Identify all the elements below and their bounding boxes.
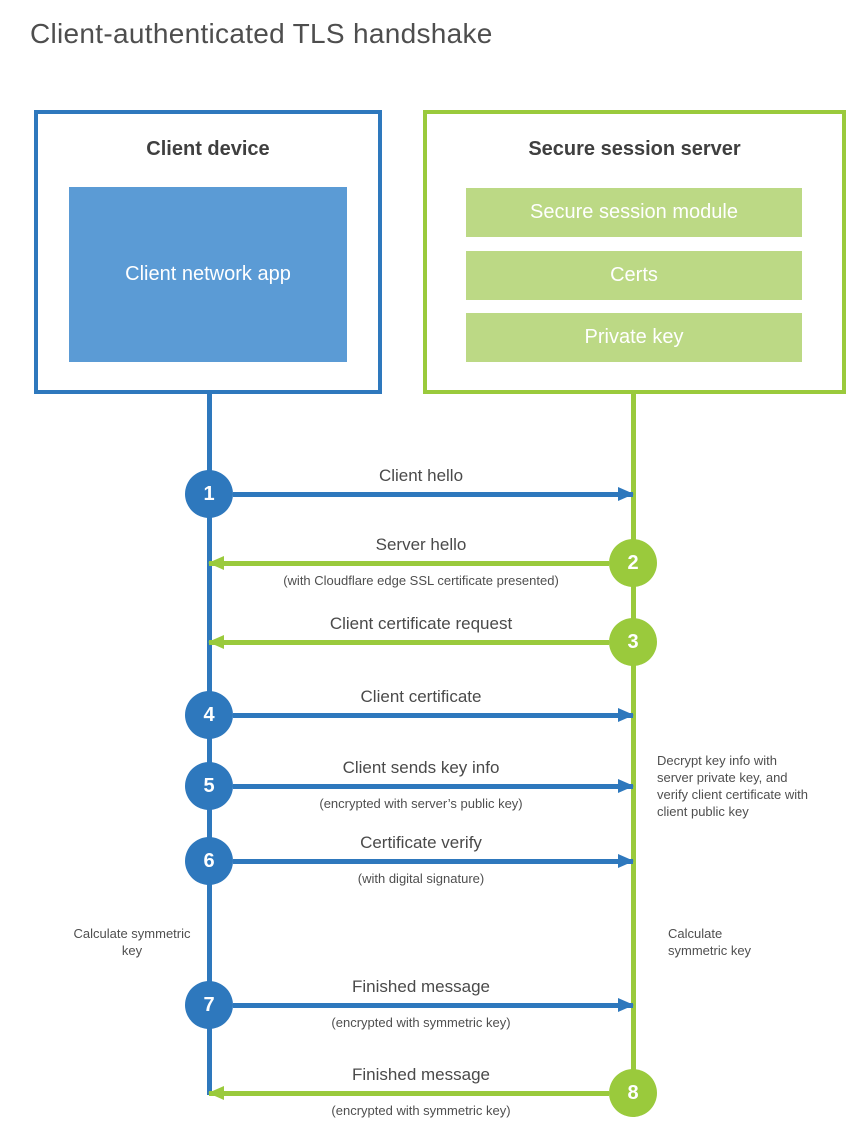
step-4-circle: 4 xyxy=(185,691,233,739)
server-title: Secure session server xyxy=(528,138,741,160)
server-module-private-key: Private key xyxy=(466,313,802,362)
step-4-arrow-right-icon xyxy=(233,708,634,722)
client-network-app-label: Client network app xyxy=(125,263,291,285)
step-4-label: Client certificate xyxy=(360,687,482,706)
step-7-circle: 7 xyxy=(185,981,233,1029)
server-module-secure-session: Secure session module xyxy=(466,188,802,237)
step-8-label: Finished message xyxy=(352,1065,490,1084)
step-7-sublabel: (encrypted with symmetric key) xyxy=(331,1015,511,1030)
step-2-sublabel: (with Cloudflare edge SSL certificate pr… xyxy=(283,573,559,588)
server-lifeline xyxy=(631,392,636,1095)
step-1-circle: 1 xyxy=(185,470,233,518)
step-6-circle: 6 xyxy=(185,837,233,885)
secure-session-server-box: Secure session server Secure session mod… xyxy=(423,110,846,394)
decrypt-key-info-note: Decrypt key info with server private key… xyxy=(657,753,808,819)
step-2-circle: 2 xyxy=(609,539,657,587)
step-8-arrow-left-icon xyxy=(208,1086,609,1100)
step-1-label: Client hello xyxy=(378,466,464,485)
client-lifeline xyxy=(207,392,212,1095)
step-8-sublabel: (encrypted with symmetric key) xyxy=(331,1103,511,1118)
step-1-arrow-right-icon xyxy=(233,487,634,501)
step-3-label: Client certificate request xyxy=(329,614,513,633)
client-device-box: Client device Client network app xyxy=(34,110,382,394)
step-2-label: Server hello xyxy=(375,535,467,554)
client-network-app-box: Client network app xyxy=(69,187,347,362)
client-device-title: Client device xyxy=(146,138,270,160)
step-5-sublabel: (encrypted with server’s public key) xyxy=(319,796,523,811)
step-6-arrow-right-icon xyxy=(233,854,634,868)
calculate-symmetric-key-note-client: Calculate symmetric key xyxy=(73,926,191,958)
step-6-label: Certificate verify xyxy=(360,833,482,852)
step-2-arrow-left-icon xyxy=(208,556,609,570)
step-5-circle: 5 xyxy=(185,762,233,810)
step-7-label: Finished message xyxy=(352,977,490,996)
calculate-symmetric-key-note-server: Calculate symmetric key xyxy=(668,926,752,958)
page-title: Client-authenticated TLS handshake xyxy=(30,18,493,49)
step-3-circle: 3 xyxy=(609,618,657,666)
step-6-sublabel: (with digital signature) xyxy=(357,871,485,886)
step-7-arrow-right-icon xyxy=(233,998,634,1012)
step-5-arrow-right-icon xyxy=(233,779,634,793)
server-module-certs: Certs xyxy=(466,251,802,300)
step-3-arrow-left-icon xyxy=(208,635,609,649)
step-5-label: Client sends key info xyxy=(342,758,500,777)
step-8-circle: 8 xyxy=(609,1069,657,1117)
